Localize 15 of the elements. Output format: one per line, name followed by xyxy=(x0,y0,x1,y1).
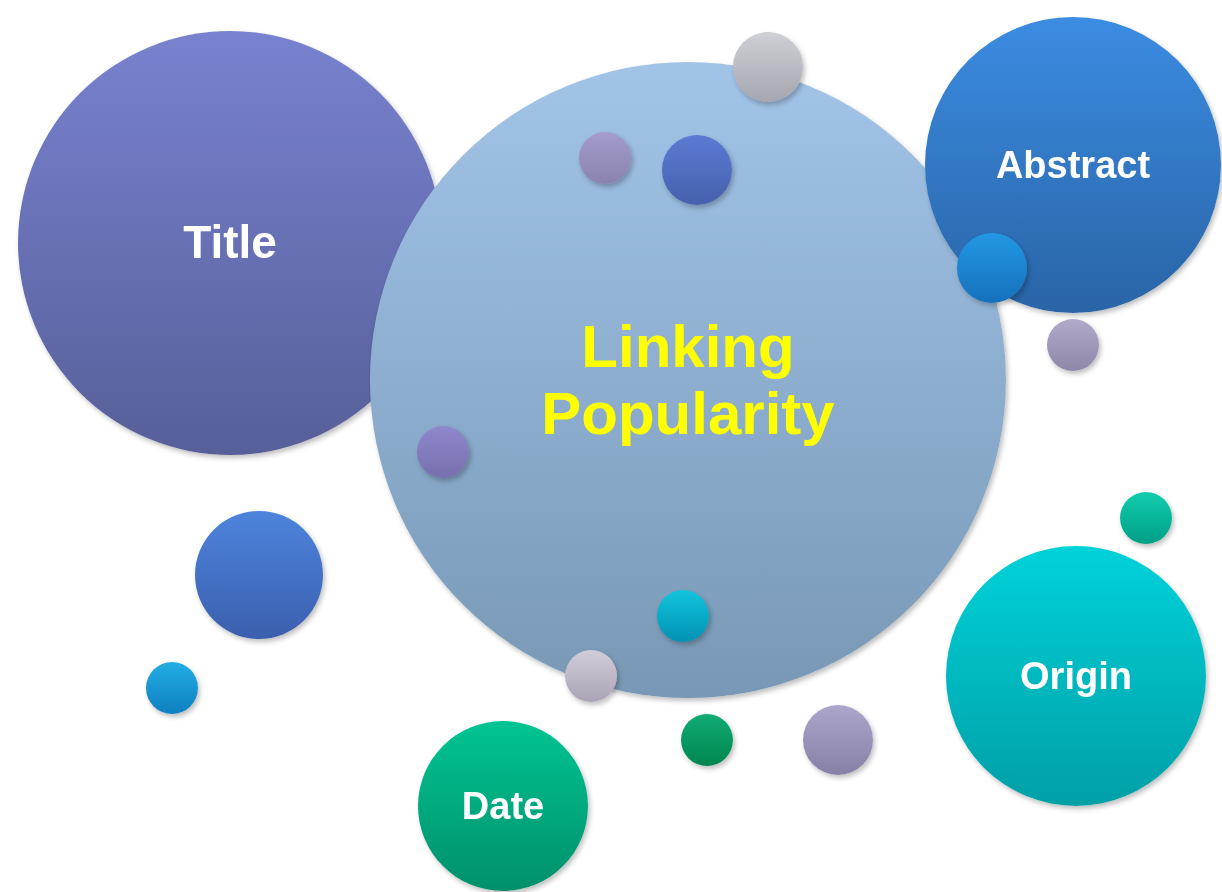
bubble xyxy=(1120,492,1172,544)
bubble xyxy=(417,426,469,478)
bubble-label: Title xyxy=(183,217,277,269)
bubble xyxy=(803,705,873,775)
bubble-label: Date xyxy=(461,784,545,828)
bubble-label: Linking Popularity xyxy=(540,312,836,448)
bubble xyxy=(733,32,803,102)
bubble xyxy=(681,714,733,766)
bubble-label: Origin xyxy=(1020,654,1132,698)
bubble xyxy=(1047,319,1099,371)
bubble xyxy=(657,590,709,642)
bubble xyxy=(579,132,631,184)
bubble xyxy=(662,135,732,205)
bubble-label: Abstract xyxy=(995,143,1151,187)
bubble xyxy=(146,662,198,714)
